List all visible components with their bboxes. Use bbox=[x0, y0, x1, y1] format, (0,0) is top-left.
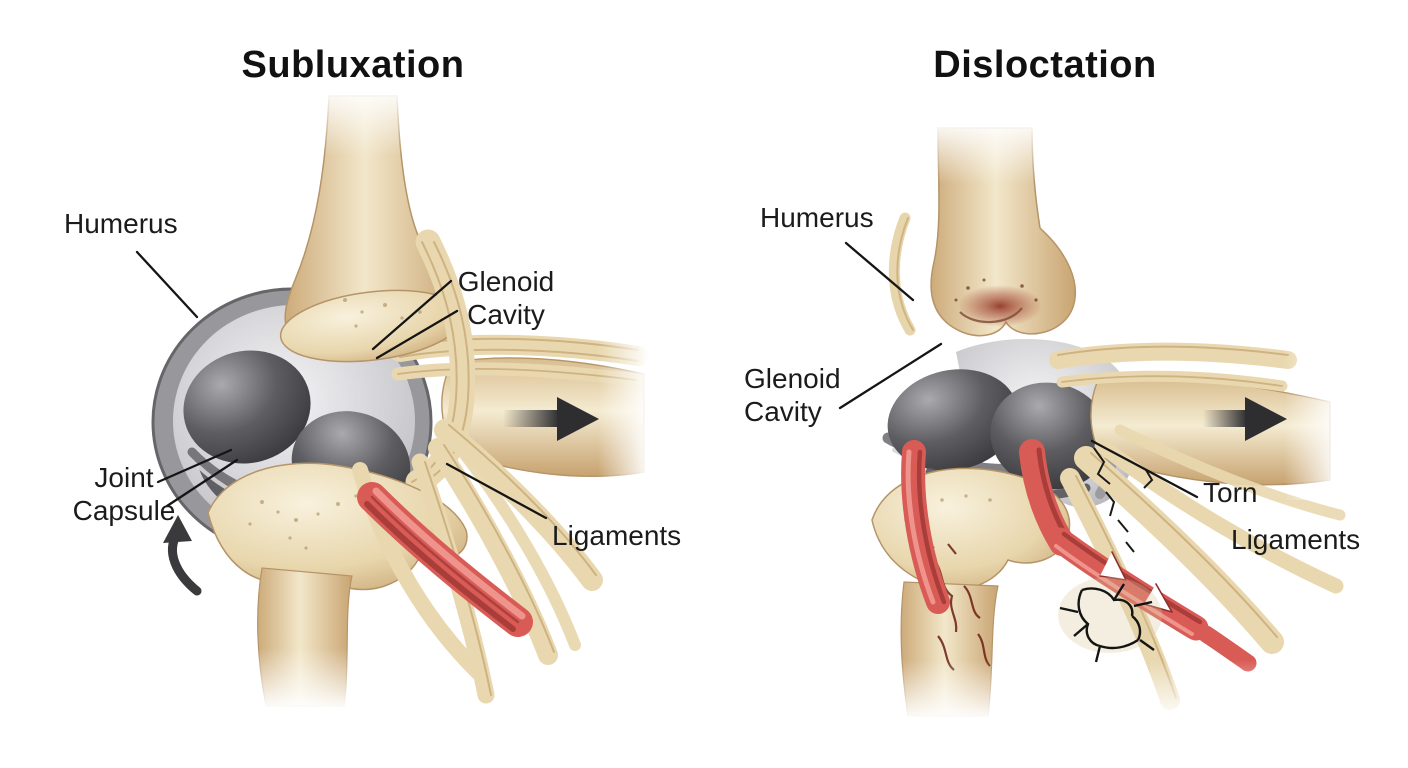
edge-fades bbox=[240, 88, 1340, 720]
label-glenoid-cavity-right: Glenoid Cavity bbox=[744, 362, 841, 428]
label-joint-capsule: Joint Capsule bbox=[38, 461, 210, 527]
torn-muscle bbox=[1047, 527, 1257, 672]
dislocation-direction-arrow bbox=[1203, 397, 1287, 441]
leader-joint-capsule-1 bbox=[156, 448, 233, 484]
subluxation-upward-arrow bbox=[163, 515, 202, 596]
label-torn-ligaments: Ligaments bbox=[1231, 524, 1361, 555]
label-humerus-left: Humerus bbox=[64, 208, 178, 239]
label-line: Joint bbox=[94, 462, 154, 493]
label-line: Glenoid bbox=[457, 266, 555, 297]
label-humerus-right: Humerus bbox=[760, 202, 874, 233]
leader-joint-capsule-2 bbox=[165, 458, 239, 508]
subluxation-direction-arrow bbox=[503, 397, 599, 441]
panel-title-subluxation: Subluxation bbox=[241, 44, 465, 86]
leader-humerus-left bbox=[135, 250, 199, 319]
leader-lines bbox=[135, 241, 1199, 520]
muscle-band bbox=[357, 482, 533, 637]
bruise-mark bbox=[958, 285, 1042, 327]
label-line: Cavity bbox=[744, 396, 822, 427]
label-line: Cavity bbox=[467, 299, 545, 330]
bone-speckles bbox=[343, 298, 422, 328]
ligament-crack-marks bbox=[1093, 447, 1154, 553]
leader-ligaments-left bbox=[445, 462, 548, 520]
detached-ligament-strip bbox=[888, 212, 916, 336]
bone-speckles bbox=[248, 494, 358, 550]
leader-humerus-right bbox=[844, 241, 915, 302]
ligament-bands-horizontal bbox=[1049, 342, 1297, 392]
ligament-over-muscle bbox=[446, 432, 581, 651]
fracture-scribble bbox=[1058, 577, 1162, 663]
panel-title-dislocation: Disloctation bbox=[933, 44, 1157, 86]
leader-glenoid-left-2 bbox=[375, 309, 459, 360]
label-glenoid-cavity-left: Glenoid Cavity bbox=[420, 265, 592, 331]
leader-torn-ligaments bbox=[1090, 439, 1199, 499]
label-ligaments-left: Ligaments bbox=[552, 520, 682, 551]
label-torn: Torn bbox=[1203, 477, 1258, 508]
leader-glenoid-left-1 bbox=[371, 279, 453, 351]
label-line: Capsule bbox=[72, 495, 176, 526]
upper-bone bbox=[279, 95, 465, 363]
label-line: Glenoid bbox=[744, 363, 841, 394]
leader-glenoid-right bbox=[838, 342, 943, 410]
subluxation-illustration bbox=[151, 95, 648, 707]
